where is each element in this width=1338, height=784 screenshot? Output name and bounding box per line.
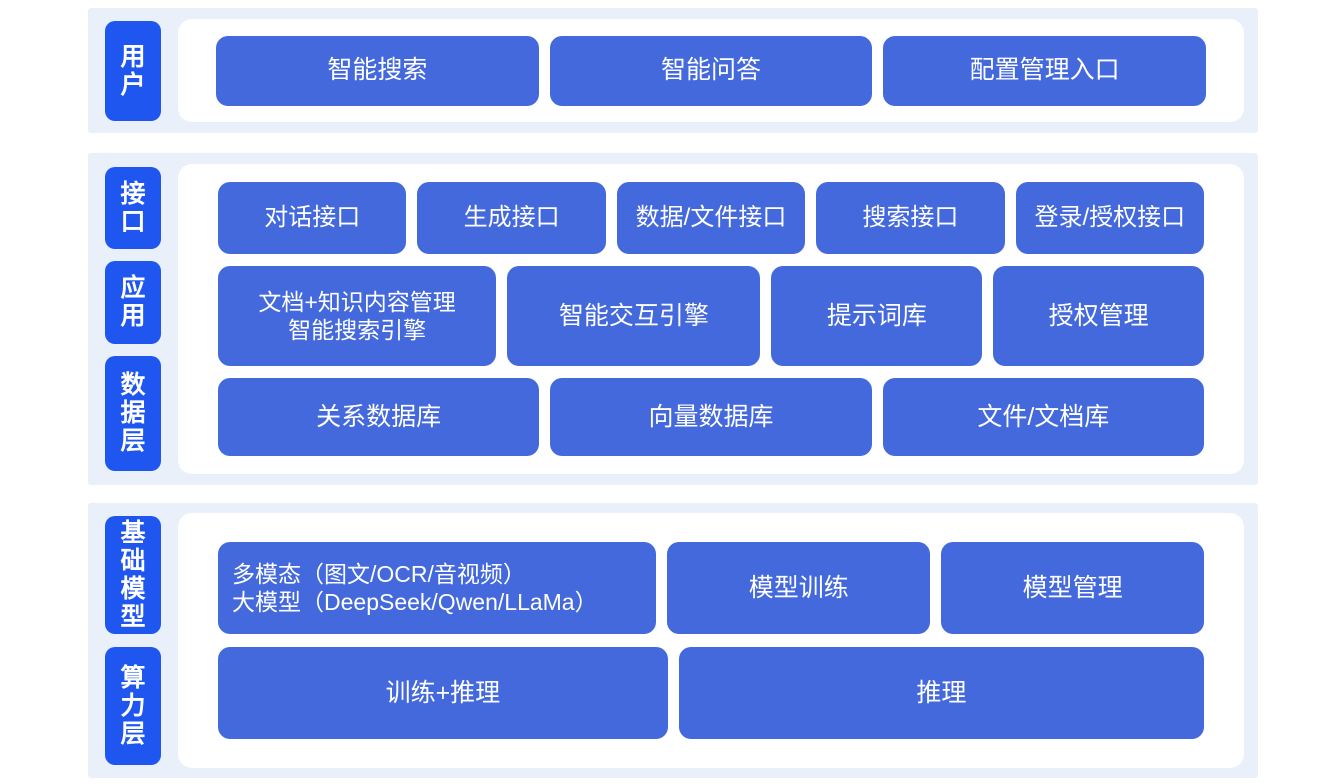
- box-inference[interactable]: 推理: [678, 647, 1204, 739]
- box-login-auth-api[interactable]: 登录/授权接口: [1015, 182, 1205, 254]
- section-platform-layer: 接口 应用 数据层 对话接口 生成接口 数据/文件接口 搜索接口 登录/授权接口…: [88, 153, 1258, 485]
- layer-tab-compute-label: 算力层: [120, 664, 146, 748]
- layer-tab-data-label: 数据层: [120, 371, 146, 456]
- layer-tab-compute[interactable]: 算力层: [105, 647, 161, 765]
- layer-tab-user-label: 用户: [120, 42, 146, 99]
- infrastructure-layer-panel: 多模态（图文/OCR/音视频） 大模型（DeepSeek/Qwen/LLaMa）…: [178, 513, 1244, 768]
- interface-row: 对话接口 生成接口 数据/文件接口 搜索接口 登录/授权接口: [218, 182, 1205, 254]
- box-relational-database[interactable]: 关系数据库: [218, 378, 540, 456]
- layer-tab-application-label: 应用: [120, 274, 146, 331]
- box-multimodal-large-model[interactable]: 多模态（图文/OCR/音视频） 大模型（DeepSeek/Qwen/LLaMa）: [218, 542, 657, 634]
- section-infrastructure-layer: 基础模型 算力层 多模态（图文/OCR/音视频） 大模型（DeepSeek/Qw…: [88, 503, 1258, 778]
- user-layer-panel: 智能搜索 智能问答 配置管理入口: [178, 19, 1244, 122]
- user-layer-rail: 用户: [88, 8, 178, 133]
- box-training-plus-inference[interactable]: 训练+推理: [218, 647, 668, 739]
- box-file-document-store[interactable]: 文件/文档库: [882, 378, 1204, 456]
- layer-tab-data[interactable]: 数据层: [105, 355, 161, 471]
- infrastructure-layer-rail: 基础模型 算力层: [88, 503, 178, 778]
- platform-layer-rail: 接口 应用 数据层: [88, 153, 178, 485]
- box-data-file-api[interactable]: 数据/文件接口: [616, 182, 806, 254]
- platform-layer-panel: 对话接口 生成接口 数据/文件接口 搜索接口 登录/授权接口 文档+知识内容管理…: [178, 164, 1244, 474]
- box-authorization-management[interactable]: 授权管理: [993, 266, 1204, 366]
- box-smart-qa[interactable]: 智能问答: [549, 35, 873, 106]
- layer-tab-application[interactable]: 应用: [105, 261, 161, 344]
- box-dialogue-api[interactable]: 对话接口: [218, 182, 407, 254]
- box-model-training[interactable]: 模型训练: [667, 542, 931, 634]
- box-vector-database[interactable]: 向量数据库: [550, 378, 872, 456]
- layer-tab-foundation-model-label: 基础模型: [120, 519, 146, 631]
- compute-row: 训练+推理 推理: [218, 647, 1204, 739]
- layer-tab-user[interactable]: 用户: [105, 20, 161, 121]
- box-config-management-entry[interactable]: 配置管理入口: [883, 35, 1207, 106]
- user-entry-row: 智能搜索 智能问答 配置管理入口: [216, 35, 1207, 106]
- box-prompt-library[interactable]: 提示词库: [771, 266, 983, 366]
- box-document-knowledge-management[interactable]: 文档+知识内容管理 智能搜索引擎: [218, 266, 497, 366]
- model-row: 多模态（图文/OCR/音视频） 大模型（DeepSeek/Qwen/LLaMa）…: [218, 542, 1204, 634]
- section-user-layer: 用户 智能搜索 智能问答 配置管理入口: [88, 8, 1258, 133]
- box-smart-search[interactable]: 智能搜索: [216, 35, 539, 106]
- box-model-management[interactable]: 模型管理: [941, 542, 1204, 634]
- box-search-api[interactable]: 搜索接口: [816, 182, 1005, 254]
- data-row: 关系数据库 向量数据库 文件/文档库: [218, 378, 1204, 456]
- layer-tab-interface-label: 接口: [120, 180, 146, 237]
- application-row: 文档+知识内容管理 智能搜索引擎 智能交互引擎 提示词库 授权管理: [218, 266, 1204, 366]
- box-smart-interaction-engine[interactable]: 智能交互引擎: [507, 266, 761, 366]
- layer-tab-interface[interactable]: 接口: [105, 167, 161, 250]
- layer-tab-foundation-model[interactable]: 基础模型: [105, 516, 161, 634]
- box-generation-api[interactable]: 生成接口: [417, 182, 606, 254]
